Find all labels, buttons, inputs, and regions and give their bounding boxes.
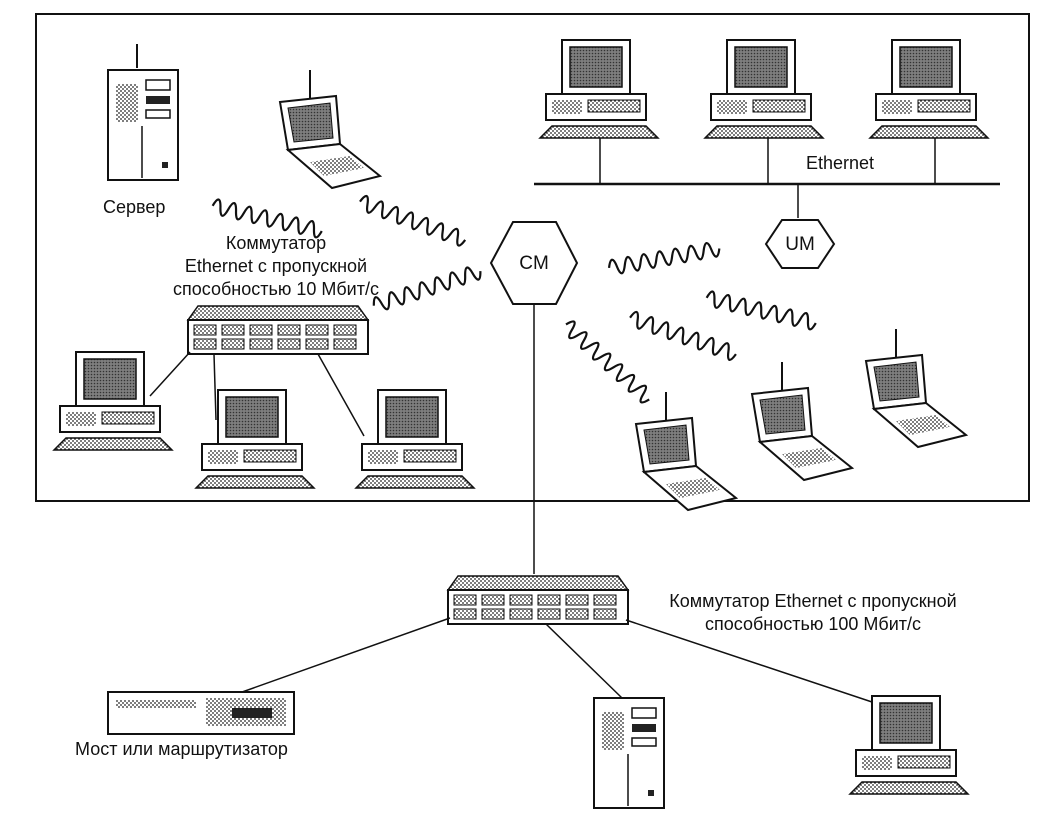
switch100-label: Коммутатор Ethernet с пропускной способн… (628, 590, 998, 636)
switch10-label: Коммутатор Ethernet с пропускной способн… (156, 232, 396, 301)
wireless-laptop-bottom-1 (635, 391, 737, 511)
switch10-computer-1 (53, 351, 173, 451)
wireless-laptop-bottom-2 (751, 361, 853, 481)
switch-100mbit (447, 575, 629, 625)
switch-10mbit (187, 305, 369, 355)
wireless-segment-frame (35, 13, 1030, 502)
ethernet-computer-3 (869, 39, 989, 139)
bottom-computer (849, 695, 969, 795)
um-node (764, 219, 836, 269)
server-label: Сервер (103, 197, 166, 217)
wireless-laptop-top (279, 69, 381, 189)
ethernet-label: Ethernet (806, 153, 875, 173)
ethernet-bus (534, 136, 1000, 218)
switch-100-links (213, 617, 885, 707)
switch10-computer-2 (195, 389, 315, 489)
cm-label: CM (519, 253, 549, 274)
bridge-router-device (107, 691, 295, 735)
server-tower (107, 44, 179, 181)
bridge-label: Мост или маршрутизатор (75, 739, 288, 759)
switch10-computer-3 (355, 389, 475, 489)
um-label: UM (785, 234, 815, 255)
switch100-label-text: Коммутатор Ethernet с пропускной способн… (669, 591, 957, 634)
ethernet-computer-2 (704, 39, 824, 139)
switch-10-links (149, 351, 365, 437)
wireless-laptop-bottom-3 (865, 328, 967, 448)
switch10-label-text: Коммутатор Ethernet с пропускной способн… (173, 233, 379, 299)
bottom-server-tower (593, 697, 665, 809)
cm-node (489, 221, 579, 305)
ethernet-computer-1 (539, 39, 659, 139)
